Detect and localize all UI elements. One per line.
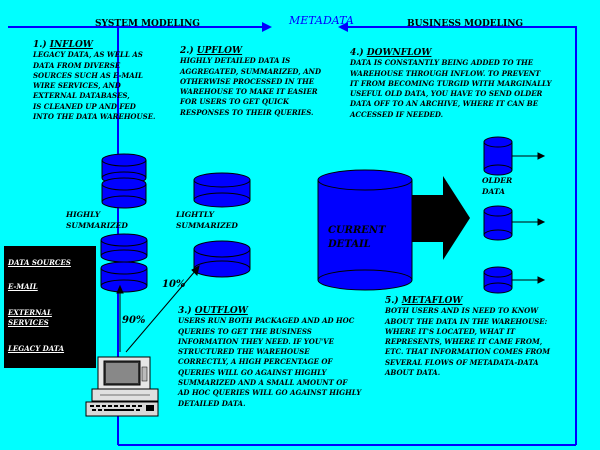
highly-summarized-cylinder-3	[100, 233, 148, 263]
downflow-arrow	[412, 176, 470, 260]
inflow-body: LEGACY DATA, AS WELL AS DATA FROM DIVERS…	[33, 50, 156, 122]
outflow-arrows	[116, 265, 200, 353]
percent-90-label: 90%	[122, 315, 146, 326]
data-sources-box: DATA SOURCES E-MAIL EXTERNAL SERVICES LE…	[4, 246, 96, 368]
downflow-title: 4.) DOWNFLOW	[350, 48, 432, 58]
older-data-arrows	[512, 152, 546, 284]
arrow-to-metadata-left	[262, 22, 272, 32]
outflow-title: 3.) OUTFLOW	[178, 306, 248, 316]
metaflow-title: 5.) METAFLOW	[385, 296, 463, 306]
percent-10-label: 10%	[162, 279, 186, 290]
highly-summarized-cylinder-4	[100, 261, 148, 293]
metadata-title: METADATA	[289, 14, 354, 27]
lightly-summarized-cylinder-1	[193, 172, 251, 208]
business-modeling-label: BUSINESS MODELING	[407, 19, 524, 29]
data-source-legacy-data: LEGACY DATA	[8, 344, 65, 353]
outflow-body: USERS RUN BOTH PACKAGED AND AD HOC QUERI…	[178, 316, 362, 408]
data-sources-heading: DATA SOURCES	[8, 258, 71, 267]
computer-icon	[85, 356, 159, 417]
current-detail-label: CURRENT DETAIL	[328, 225, 386, 250]
older-data-cylinder-2	[483, 205, 513, 241]
metaflow-section: 5.) METAFLOW BOTH USERS AND IS NEED TO K…	[385, 296, 580, 378]
system-modeling-label: SYSTEM MODELING	[95, 19, 200, 29]
current-detail-cylinder	[317, 169, 413, 291]
inflow-section: 1.) INFLOW LEGACY DATA, AS WELL AS DATA …	[33, 40, 183, 122]
older-data-label: OLDER DATA	[482, 176, 513, 196]
downflow-body: DATA IS CONSTANTLY BEING ADDED TO THE WA…	[350, 58, 552, 119]
older-data-cylinder-1	[483, 136, 513, 176]
outflow-section: 3.) OUTFLOW USERS RUN BOTH PACKAGED AND …	[178, 306, 373, 409]
upflow-body: HIGHLY DETAILED DATA IS AGGREGATED, SUMM…	[180, 56, 322, 117]
lightly-summarized-label: LIGHTLY SUMMARIZED	[176, 210, 238, 230]
upflow-section: 2.) UPFLOW HIGHLY DETAILED DATA IS AGGRE…	[180, 46, 340, 118]
arrow-to-metadata-right	[338, 22, 348, 32]
highly-summarized-cylinder-2	[101, 177, 147, 209]
upflow-title: 2.) UPFLOW	[180, 46, 243, 56]
highly-summarized-label: HIGHLY SUMMARIZED	[66, 210, 128, 230]
inflow-title: 1.) INFLOW	[33, 40, 93, 50]
data-source-external-services: EXTERNAL SERVICES	[8, 308, 52, 327]
data-source-email: E-MAIL	[8, 282, 38, 291]
lightly-summarized-cylinder-2	[193, 240, 251, 278]
downflow-section: 4.) DOWNFLOW DATA IS CONSTANTLY BEING AD…	[350, 48, 580, 120]
metaflow-body: BOTH USERS AND IS NEED TO KNOW ABOUT THE…	[385, 306, 551, 378]
older-data-cylinder-3	[483, 266, 513, 294]
